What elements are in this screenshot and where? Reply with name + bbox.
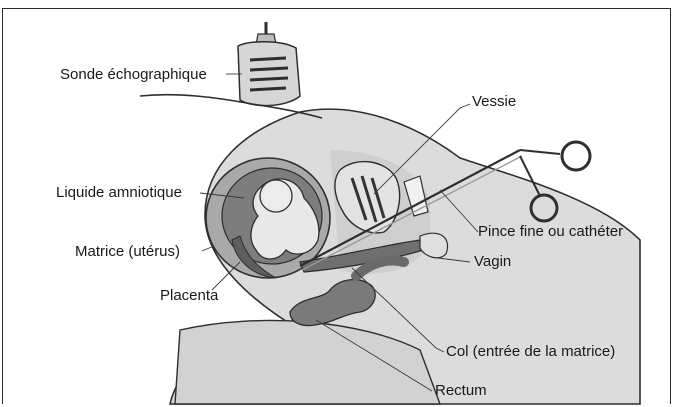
- label-rectum: Rectum: [435, 382, 487, 400]
- fetus-head: [260, 180, 292, 212]
- label-probe: Sonde échographique: [60, 66, 207, 84]
- label-placenta: Placenta: [160, 287, 218, 305]
- label-amniotic-fluid: Liquide amniotique: [56, 184, 182, 202]
- label-vagina: Vagin: [474, 253, 511, 271]
- label-bladder: Vessie: [472, 93, 516, 111]
- leader-uterus: [202, 246, 214, 251]
- label-uterus: Matrice (utérus): [75, 243, 180, 261]
- forceps-ring-top: [562, 142, 590, 170]
- probe-body: [238, 42, 300, 106]
- label-forceps: Pince fine ou cathéter: [478, 223, 623, 241]
- label-cervix: Col (entrée de la matrice): [446, 343, 615, 361]
